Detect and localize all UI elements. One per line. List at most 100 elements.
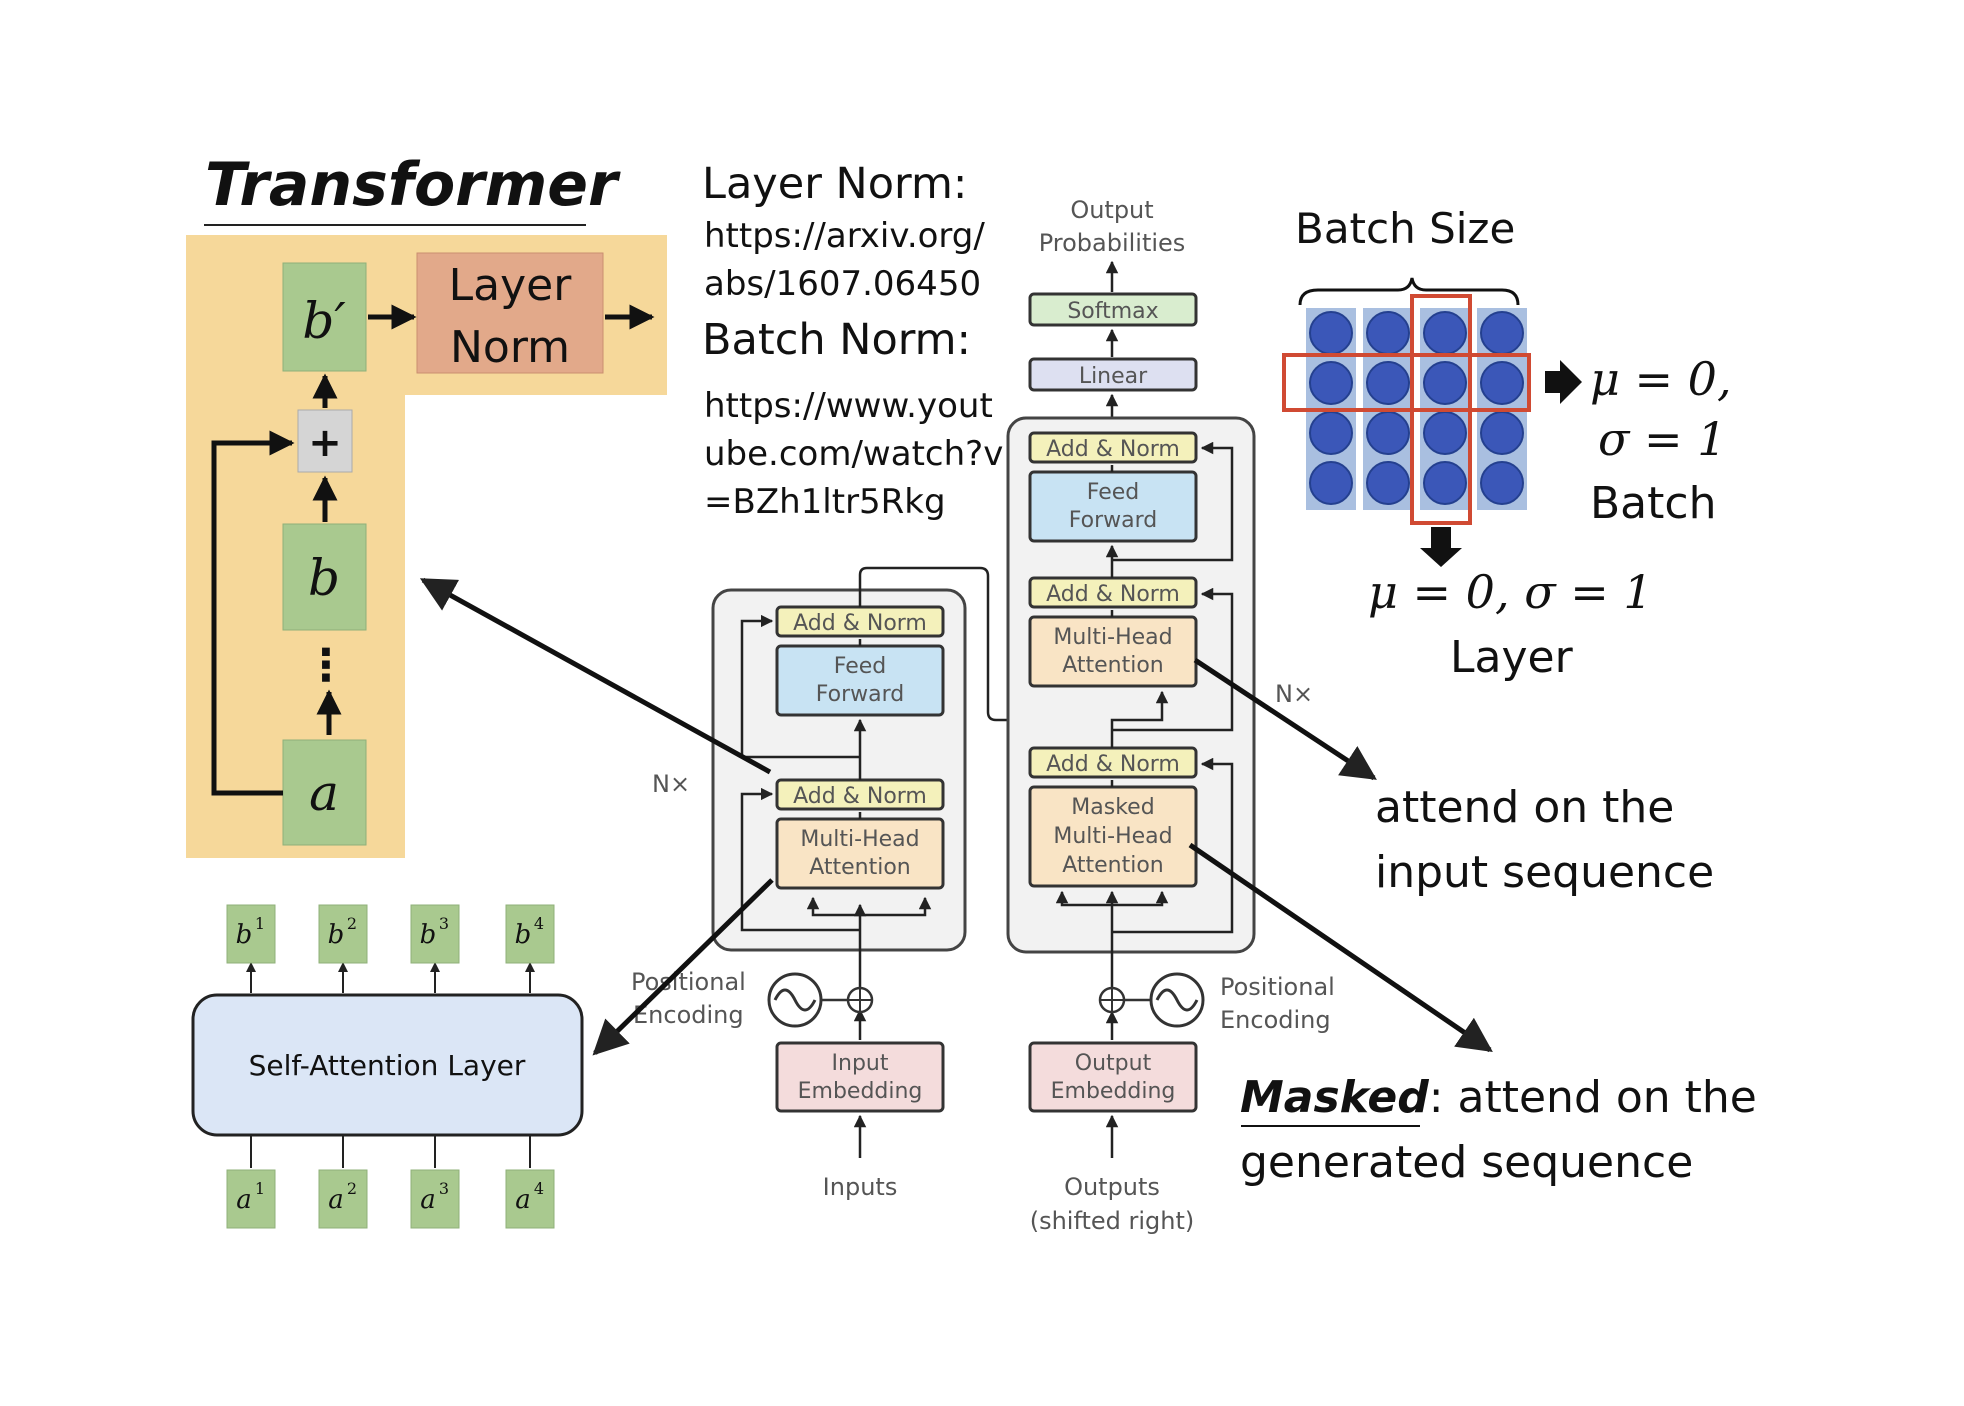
masked-attn-line1: Masked [1071, 795, 1154, 820]
grid-dot-r4-c2 [1366, 461, 1410, 505]
svg-text:b: b [420, 920, 437, 950]
svg-text:3: 3 [439, 914, 449, 933]
layer-norm-line2: Norm [450, 322, 570, 373]
grid-dot-r4-c1 [1309, 461, 1353, 505]
svg-text:b: b [236, 920, 253, 950]
a-label: a [309, 764, 339, 822]
encoder-attn-line1: Multi-Head [800, 827, 919, 852]
softmax-label: Softmax [1067, 299, 1158, 324]
decoder-add-norm-1 [1028, 431, 1198, 464]
batch-norm-url-line3: =BZh1ltr5Rkg [704, 482, 946, 522]
svg-text:a: a [236, 1185, 252, 1215]
grid-dot-r3-c4 [1480, 411, 1524, 455]
decoder-add-norm-2-label: Add & Norm [1046, 582, 1180, 607]
masked-attn-line2: Multi-Head [1053, 824, 1172, 849]
vertical-dots: ⋮ [304, 640, 348, 691]
grid-dot-r2-c2 [1366, 361, 1410, 405]
encoder-pos-line1: Positional [631, 968, 746, 996]
output-b1: b 1 [226, 904, 276, 964]
layer-norm-url-line1: https://arxiv.org/ [704, 216, 985, 256]
batch-norm-url-line2: ube.com/watch?v [704, 434, 1003, 474]
masked-emphasis: Masked [1240, 1072, 1429, 1123]
skip-connection [211, 430, 295, 796]
grid-dot-r4-c4 [1480, 461, 1524, 505]
references: Layer Norm: https://arxiv.org/ abs/1607.… [702, 159, 1003, 522]
svg-text:a: a [420, 1185, 436, 1215]
batch-stat-mu: μ = 0, [1590, 352, 1732, 406]
grid-dot-r3-c2 [1366, 411, 1410, 455]
plus-label: + [308, 420, 342, 466]
self-attention-block: b 1 b 2 b 3 b 4 Self-Attention Layer a 1… [191, 904, 584, 1229]
b-box [282, 523, 367, 631]
decoder-nx: N× [1275, 680, 1313, 708]
output-embedding-line2: Embedding [1051, 1079, 1176, 1104]
b-prime-label: b′ [302, 292, 346, 350]
output-prob-line2: Probabilities [1039, 229, 1186, 257]
decoder-add-norm-1-label: Add & Norm [1046, 437, 1180, 462]
batch-label: Batch [1590, 478, 1716, 529]
layer-norm-box [416, 252, 604, 374]
decoder-pos-line2: Encoding [1220, 1006, 1331, 1034]
masked-annotation-line1: Masked: attend on the [1240, 1072, 1757, 1123]
cross-attn-line1: Multi-Head [1053, 625, 1172, 650]
svg-text:4: 4 [534, 914, 544, 933]
grid-dot-r3-c3 [1423, 411, 1467, 455]
decoder-add-norm-3-label: Add & Norm [1046, 752, 1180, 777]
annotations: attend on the input sequence Masked: att… [1240, 782, 1757, 1188]
masked-annotation-line2: generated sequence [1240, 1137, 1693, 1188]
arrow-to-cross-annotation [1193, 657, 1377, 781]
svg-text:1: 1 [255, 914, 265, 933]
encoder-frame [711, 588, 967, 952]
input-embedding-line2: Embedding [798, 1079, 923, 1104]
svg-text:b: b [328, 920, 345, 950]
batch-stat-sigma: σ = 1 [1598, 412, 1726, 466]
svg-text:1: 1 [255, 1179, 265, 1198]
encoder-ff-line2: Forward [816, 682, 904, 707]
layer-norm-url-line2: abs/1607.06450 [704, 264, 981, 304]
layer-label: Layer [1450, 632, 1574, 683]
batch-size-brace [1298, 277, 1520, 306]
encoder-attn-line2: Attention [809, 855, 911, 880]
output-prob-line1: Output [1070, 196, 1153, 224]
encoder-add-norm-bottom-label: Add & Norm [793, 784, 927, 809]
output-embedding [1028, 1041, 1198, 1113]
svg-text:b: b [515, 920, 532, 950]
b-label: b [308, 549, 340, 607]
masked-rest: : attend on the [1429, 1072, 1757, 1123]
batch-size-label: Batch Size [1295, 204, 1515, 253]
batch-norm-url-line1: https://www.yout [704, 386, 993, 426]
grid-dot-r4-c3 [1423, 461, 1467, 505]
output-b3: b 3 [410, 904, 460, 964]
svg-text:2: 2 [347, 1179, 357, 1198]
orange-panel [186, 235, 667, 858]
layer-stat: μ = 0, σ = 1 [1368, 565, 1653, 619]
input-embedding [775, 1041, 945, 1113]
cross-annotation-line2: input sequence [1375, 847, 1714, 898]
a-box [282, 739, 367, 846]
softmax-box [1028, 292, 1198, 327]
cross-attn-line2: Attention [1062, 653, 1164, 678]
linear-box [1028, 357, 1198, 392]
decoder-ff-line1: Feed [1087, 480, 1140, 505]
grid-dot-r2-c1 [1309, 361, 1353, 405]
b-prime-box [282, 262, 367, 372]
input-a4: a 4 [505, 1169, 555, 1229]
residual-block: b′ Layer Norm + b ⋮ a [186, 235, 667, 858]
batch-highlight [1282, 353, 1531, 412]
svg-text:4: 4 [534, 1179, 544, 1198]
linear-label: Linear [1079, 364, 1148, 389]
svg-text:2: 2 [347, 914, 357, 933]
arrow-to-self-attention [592, 878, 774, 1056]
outputs-label-line1: Outputs [1064, 1173, 1160, 1201]
svg-text:3: 3 [439, 1179, 449, 1198]
arrow-to-masked-annotation [1188, 842, 1493, 1053]
masked-attn-line3: Attention [1062, 853, 1164, 878]
decoder-pos-line1: Positional [1220, 973, 1335, 1001]
grid-dots [1309, 311, 1524, 505]
output-embedding-line1: Output [1075, 1051, 1152, 1076]
self-attention-box [191, 993, 584, 1137]
plus-box [297, 409, 353, 473]
decoder-ff-line2: Forward [1069, 508, 1157, 533]
